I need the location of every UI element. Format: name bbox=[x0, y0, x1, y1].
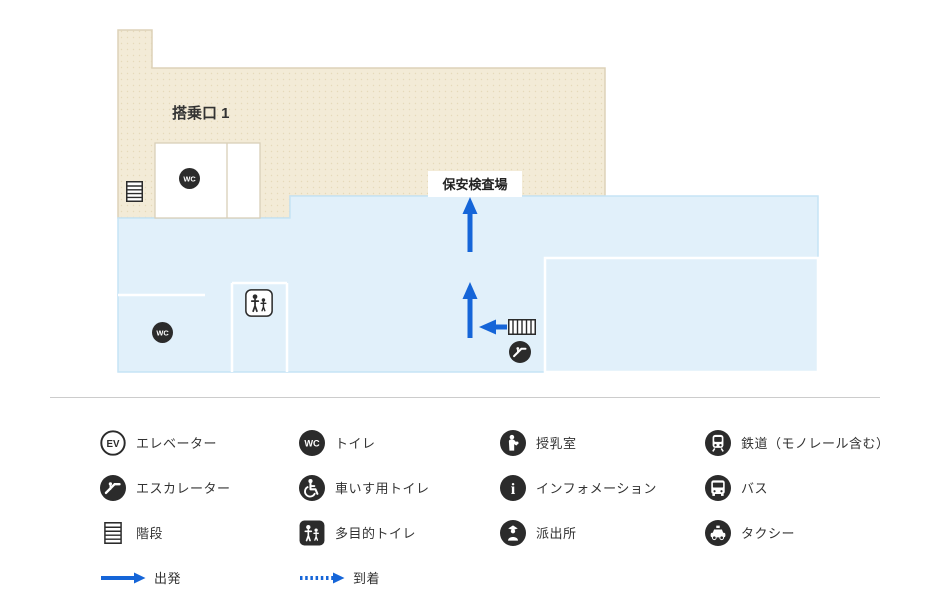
arrival-arrow-icon bbox=[299, 565, 345, 591]
legend-label-escalator: エスカレーター bbox=[136, 481, 231, 496]
stairs-icon bbox=[126, 181, 143, 202]
legend-column-services: 授乳室 インフォメーション 派出所 bbox=[500, 420, 705, 600]
wc-icon bbox=[179, 168, 200, 189]
legend-item-police-box: 派出所 bbox=[500, 510, 705, 555]
legend-label-stairs: 階段 bbox=[136, 526, 164, 541]
legend-label-multipurpose-toilet: 多目的トイレ bbox=[335, 526, 417, 541]
escalator-icon bbox=[509, 341, 531, 363]
legend-label-elevator: エレベーター bbox=[136, 436, 218, 451]
legend-item-bus: バス bbox=[705, 465, 890, 510]
legend-item-escalator: エスカレーター bbox=[100, 465, 299, 510]
stairs-icon bbox=[508, 319, 536, 335]
legend-divider bbox=[50, 397, 880, 398]
toilet-icon bbox=[299, 430, 325, 456]
legend-item-multipurpose-toilet: 多目的トイレ bbox=[299, 510, 500, 555]
public-area bbox=[117, 195, 819, 373]
departure-arrow-from-stairs bbox=[479, 319, 507, 335]
departure-arrow-icon bbox=[100, 565, 146, 591]
departure-arrow-middle bbox=[462, 282, 478, 338]
legend-label-bus: バス bbox=[741, 481, 769, 496]
legend: エレベーター エスカレーター 階段 出発 トイレ 車いす用トイレ bbox=[100, 420, 890, 600]
legend-item-elevator: エレベーター bbox=[100, 420, 299, 465]
nursing-room-icon bbox=[500, 430, 526, 456]
legend-item-wheelchair-toilet: 車いす用トイレ bbox=[299, 465, 500, 510]
legend-item-departure: 出発 bbox=[100, 555, 299, 600]
legend-column-transport: 鉄道（モノレール含む） バス タクシー bbox=[705, 420, 890, 600]
legend-label-nursing-room: 授乳室 bbox=[536, 436, 577, 451]
legend-column-toilets: トイレ 車いす用トイレ 多目的トイレ 到着 bbox=[299, 420, 500, 600]
legend-item-information: インフォメーション bbox=[500, 465, 705, 510]
legend-column-circulation: エレベーター エスカレーター 階段 出発 bbox=[100, 420, 299, 600]
legend-item-stairs: 階段 bbox=[100, 510, 299, 555]
taxi-icon bbox=[705, 520, 731, 546]
legend-label-police-box: 派出所 bbox=[536, 526, 577, 541]
stairs-icon bbox=[100, 520, 126, 546]
multipurpose-toilet-icon bbox=[299, 520, 325, 546]
security-label-box bbox=[428, 171, 522, 197]
elevator-icon bbox=[100, 430, 126, 456]
bus-icon bbox=[705, 475, 731, 501]
floor-map: 搭乗口 1 保安検査場 bbox=[117, 29, 820, 374]
right-hall-room bbox=[543, 256, 820, 374]
wheelchair-toilet-icon bbox=[299, 475, 325, 501]
legend-item-arrival: 到着 bbox=[299, 555, 500, 600]
multipurpose-toilet-icon bbox=[245, 289, 273, 317]
information-icon bbox=[500, 475, 526, 501]
departure-arrow-to-security bbox=[462, 197, 478, 252]
legend-item-taxi: タクシー bbox=[705, 510, 890, 555]
security-label: 保安検査場 bbox=[441, 177, 507, 192]
train-icon bbox=[705, 430, 731, 456]
legend-label-arrival: 到着 bbox=[353, 571, 381, 586]
wc-icon bbox=[152, 322, 173, 343]
legend-label-train: 鉄道（モノレール含む） bbox=[741, 436, 890, 451]
escalator-icon bbox=[100, 475, 126, 501]
legend-label-taxi: タクシー bbox=[741, 526, 796, 541]
gate-label: 搭乗口 1 bbox=[172, 104, 230, 122]
legend-label-toilet: トイレ bbox=[335, 436, 376, 451]
legend-label-wheelchair-toilet: 車いす用トイレ bbox=[335, 481, 430, 496]
legend-label-information: インフォメーション bbox=[536, 481, 657, 496]
legend-label-departure: 出発 bbox=[154, 571, 182, 586]
police-box-icon bbox=[500, 520, 526, 546]
legend-item-nursing-room: 授乳室 bbox=[500, 420, 705, 465]
legend-item-train: 鉄道（モノレール含む） bbox=[705, 420, 890, 465]
partition-toilet-room bbox=[230, 281, 289, 372]
floor-map-canvas: 搭乗口 1 保安検査場 bbox=[117, 29, 820, 374]
restroom-block bbox=[154, 142, 261, 219]
legend-item-toilet: トイレ bbox=[299, 420, 500, 465]
